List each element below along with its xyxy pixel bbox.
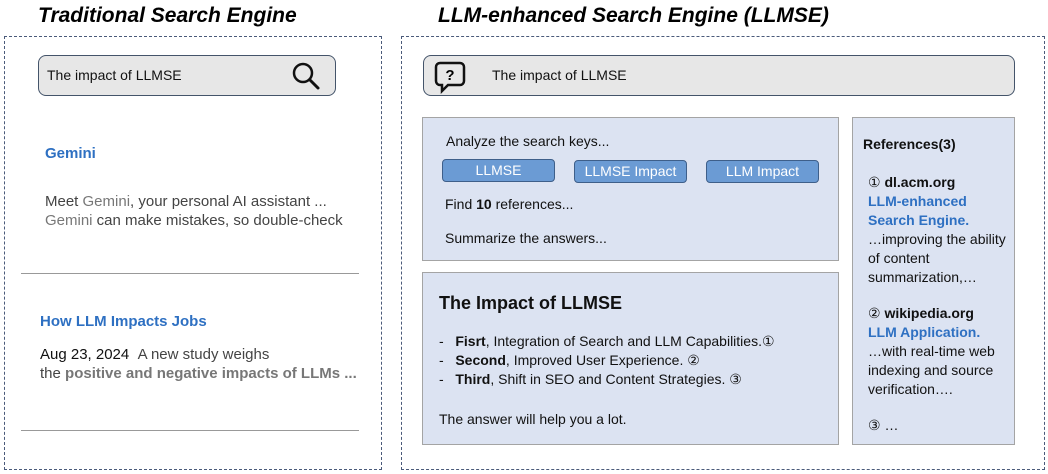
reference-count: 10 (476, 196, 492, 212)
summarize-step: Summarize the answers... (445, 230, 607, 246)
reference-item: ① dl.acm.org LLM-enhanced Search Engine.… (868, 173, 1013, 287)
references-heading: References(3) (863, 136, 956, 152)
result-title[interactable]: Gemini (45, 145, 96, 162)
item-text: , Improved User Experience. (505, 352, 688, 368)
snippet-text: positive and negative impacts of LLMs ..… (65, 365, 357, 382)
llmse-title: LLM-enhanced Search Engine (LLMSE) (438, 4, 829, 27)
svg-text:?: ? (445, 67, 454, 84)
result-snippet: Meet Gemini, your personal AI assistant … (45, 192, 343, 230)
answer-panel: The Impact of LLMSE - Fisrt, Integration… (422, 272, 839, 445)
divider (21, 273, 359, 274)
item-label: Fisrt (455, 333, 486, 349)
analyze-step: Analyze the search keys... (446, 133, 610, 149)
snippet-text: A new study weighs (137, 346, 270, 363)
question-bubble-icon: ? (434, 61, 466, 94)
citation-link[interactable]: ① (761, 333, 775, 349)
query-text: The impact of LLMSE (492, 67, 627, 83)
result-snippet: Aug 23, 2024 A new study weighs the posi… (40, 345, 357, 383)
answer-item: - Second, Improved User Experience. ② (439, 352, 700, 368)
search-key-chip[interactable]: LLMSE (442, 159, 555, 182)
answer-list: - Fisrt, Integration of Search and LLM C… (439, 332, 775, 389)
process-panel: Analyze the search keys... LLMSE LLMSE I… (422, 117, 839, 261)
divider (21, 430, 359, 431)
reference-snippet: …with real-time web indexing and source … (868, 343, 995, 397)
reference-number: ② (868, 305, 881, 321)
answer-item: - Third, Shift in SEO and Content Strate… (439, 371, 742, 387)
search-query: The impact of LLMSE (47, 67, 182, 83)
reference-snippet: … (884, 417, 899, 433)
reference-item: ③ … (868, 416, 898, 435)
snippet-text: Gemini (82, 193, 131, 210)
traditional-panel (4, 36, 382, 470)
citation-link[interactable]: ③ (729, 371, 742, 387)
item-text: , Shift in SEO and Content Strategies. (490, 371, 730, 387)
item-text: , Integration of Search and LLM Capabili… (485, 333, 762, 349)
llmse-panel (401, 36, 1045, 470)
reference-number: ③ (868, 417, 881, 433)
search-key-chip[interactable]: LLMSE Impact (574, 160, 687, 183)
find-step: Find 10 references... (445, 196, 573, 212)
reference-snippet: …improving the ability of content summar… (868, 231, 1006, 285)
snippet-text: , your personal AI assistant ... (130, 193, 327, 210)
result-title[interactable]: How LLM Impacts Jobs (40, 313, 207, 330)
find-text: references... (491, 196, 574, 212)
answer-footer: The answer will help you a lot. (439, 411, 627, 427)
snippet-text: the (40, 365, 66, 382)
find-text: Find (445, 196, 477, 212)
snippet-text: Gemini (45, 212, 93, 229)
citation-link[interactable]: ② (687, 352, 700, 368)
reference-item: ② wikipedia.org LLM Application. …with r… (868, 304, 1013, 399)
search-input[interactable]: The impact of LLMSE (38, 55, 336, 96)
reference-link[interactable]: LLM Application. (868, 324, 981, 340)
snippet-text: Meet (45, 193, 83, 210)
answer-heading: The Impact of LLMSE (439, 293, 623, 313)
search-key-chip[interactable]: LLM Impact (706, 160, 819, 183)
reference-site: dl.acm.org (884, 174, 956, 190)
answer-item: - Fisrt, Integration of Search and LLM C… (439, 333, 775, 349)
reference-site: wikipedia.org (884, 305, 974, 321)
references-panel: References(3) ① dl.acm.org LLM-enhanced … (852, 117, 1015, 445)
search-icon[interactable] (291, 61, 321, 91)
snippet-text: can make mistakes, so double-check (92, 212, 343, 229)
reference-number: ① (868, 174, 881, 190)
reference-link[interactable]: LLM-enhanced Search Engine. (868, 193, 970, 228)
item-label: Second (455, 352, 506, 368)
item-label: Third (455, 371, 491, 387)
query-input[interactable]: ? The impact of LLMSE (423, 55, 1015, 96)
traditional-title: Traditional Search Engine (38, 4, 297, 27)
result-date: Aug 23, 2024 (40, 346, 130, 363)
